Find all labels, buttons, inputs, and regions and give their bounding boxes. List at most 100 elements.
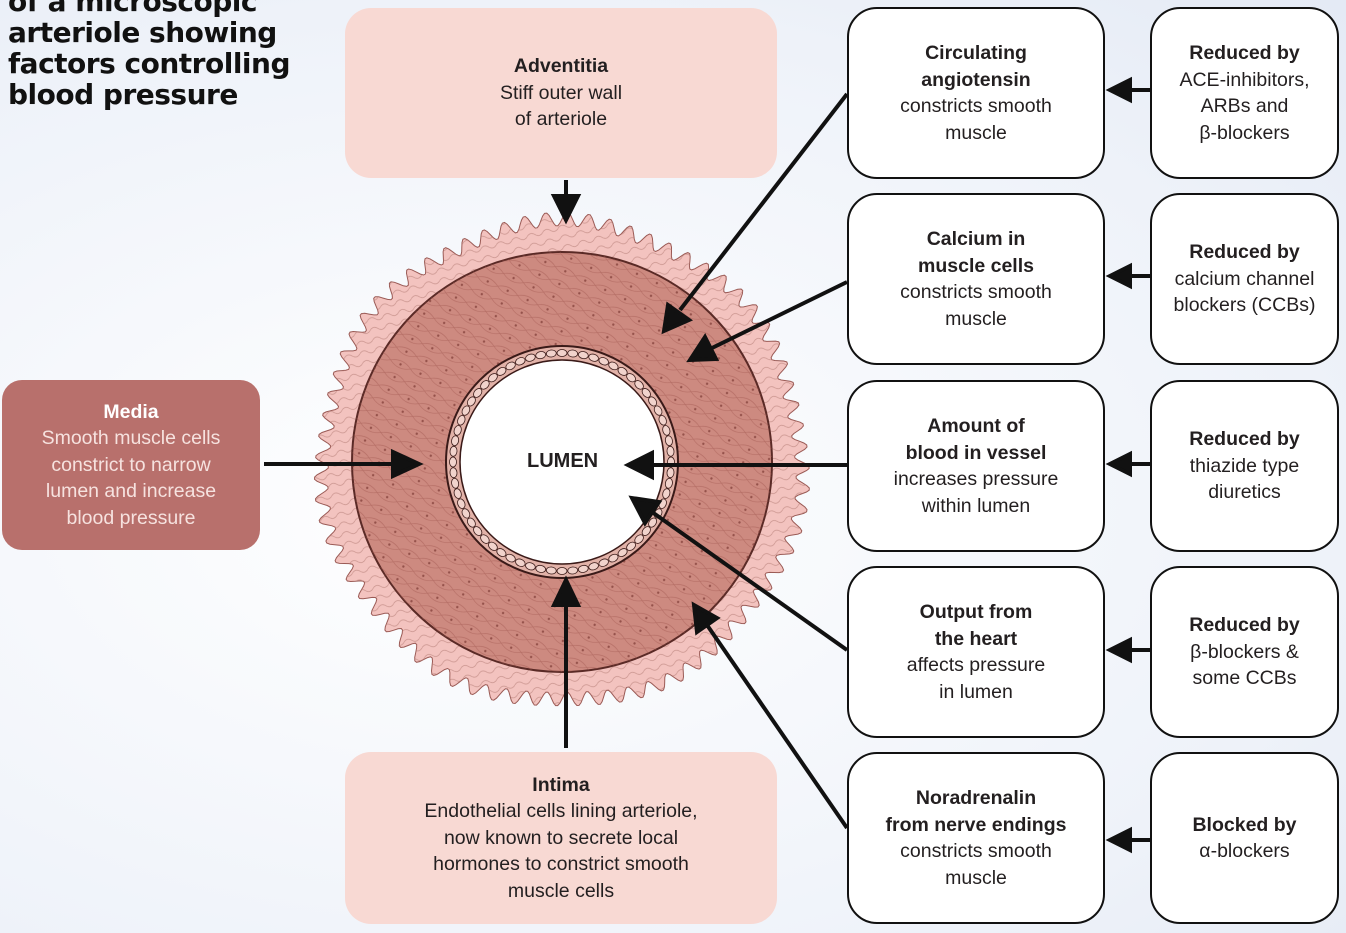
noradrenalin-arrowhead	[691, 601, 721, 636]
arrows	[264, 76, 1150, 854]
endothelial-cell	[449, 456, 457, 468]
endothelial-cell	[457, 415, 466, 426]
endothelial-cell	[617, 366, 628, 376]
intima-text: hormones to constrict smooth	[433, 853, 689, 876]
factor-box-heart-output: Output from the heart affects pressure i…	[847, 566, 1105, 738]
endothelial-cell	[473, 526, 483, 536]
adventitia-heading: Adventitia	[513, 55, 609, 78]
factor-text: constricts smooth	[900, 281, 1052, 303]
heart-output-arrow-line	[650, 510, 849, 652]
factor-text: muscle	[945, 307, 1007, 330]
endothelial-cell	[577, 351, 589, 360]
factor-heading: muscle cells	[918, 254, 1034, 277]
treatment-arrowhead-5	[1105, 826, 1132, 854]
heart-output-arrowhead	[628, 495, 663, 527]
endothelial-cell	[598, 558, 609, 567]
factor-heading: Calcium in	[926, 228, 1026, 250]
treatment-heading: Blocked by	[1192, 813, 1297, 836]
endothelial-cell	[662, 425, 671, 436]
endothelial-cell	[634, 380, 644, 390]
endothelial-cell	[641, 388, 651, 398]
media-heading: Media	[103, 400, 159, 423]
factor-box-angiotensin: Circulating angiotensin constricts smoot…	[847, 7, 1105, 179]
endothelial-cell	[525, 353, 536, 362]
endothelial-cell	[648, 517, 658, 528]
figure-title: of a microscopic arteriole showing facto…	[8, 0, 298, 110]
endothelial-cell	[453, 488, 462, 499]
noradrenalin-arrow-line	[705, 623, 849, 830]
endothelial-cell	[556, 349, 568, 357]
adventitia-arrowhead	[550, 194, 582, 225]
factor-text: within lumen	[921, 494, 1031, 517]
treatment-box-3: Reduced by thiazide type diuretics	[1150, 380, 1339, 552]
factor-text: in lumen	[939, 680, 1013, 703]
treatment-box-1: Reduced by ACE-inhibitors, ARBs and β-bl…	[1150, 7, 1339, 179]
factor-text: muscle	[945, 866, 1007, 889]
factor-box-blood-volume: Amount of blood in vessel increases pres…	[847, 380, 1105, 552]
endothelial-cell	[466, 517, 476, 528]
factor-text: increases pressure	[893, 468, 1059, 490]
endothelial-cell	[488, 541, 498, 551]
treatment-text: calcium channel	[1174, 267, 1315, 290]
factor-text: constricts smooth	[900, 95, 1052, 117]
endothelial-cells	[449, 349, 675, 575]
endothelial-cell	[480, 534, 490, 544]
intima-arrowhead	[550, 575, 582, 607]
treatment-arrowhead-3	[1105, 450, 1132, 478]
endothelial-cell	[626, 373, 636, 383]
treatment-heading: Reduced by	[1189, 614, 1300, 637]
calcium-arrow-line	[711, 280, 848, 350]
endothelial-cell	[648, 396, 658, 407]
endothelial-cell	[556, 567, 568, 575]
media-box: Media Smooth muscle cells constrict to n…	[2, 380, 260, 550]
treatment-arrowhead-1	[1105, 76, 1132, 104]
treatment-text: α-blockers	[1199, 840, 1290, 862]
treatment-text: ACE-inhibitors,	[1179, 68, 1310, 91]
treatment-text: β-blockers	[1199, 121, 1290, 144]
treatment-text: thiazide type	[1189, 454, 1300, 477]
lumen-label: LUMEN	[527, 450, 599, 472]
intima-text: muscle cells	[507, 879, 615, 902]
endothelial-cell	[496, 366, 507, 376]
factor-box-calcium: Calcium in muscle cells constricts smoot…	[847, 193, 1105, 365]
endothelial-cell	[653, 405, 663, 416]
intima-box: Intima Endothelial cells lining arteriol…	[345, 752, 777, 924]
endothelial-cell	[496, 548, 507, 558]
adventitia-box: Adventitia Stiff outer wall of arteriole	[345, 8, 777, 178]
factor-heading: the heart	[934, 627, 1018, 650]
treatment-box-5: Blocked by α-blockers	[1150, 752, 1339, 924]
factor-heading: Circulating	[925, 42, 1027, 64]
endothelial-cell	[461, 508, 471, 519]
endothelial-cell	[451, 477, 460, 489]
endothelial-cell	[641, 526, 651, 536]
endothelial-cell	[461, 405, 471, 416]
endothelial-cell	[664, 477, 673, 489]
endothelial-cell	[457, 498, 466, 509]
treatment-text: ARBs and	[1200, 95, 1289, 117]
factor-heading: angiotensin	[921, 68, 1031, 91]
factor-heading: from nerve endings	[885, 813, 1067, 836]
endothelial-cell	[666, 467, 675, 479]
blood-volume-arrowhead	[623, 449, 654, 481]
angiotensin-arrowhead	[661, 301, 694, 335]
calcium-arrowhead	[686, 332, 720, 363]
treatment-arrowhead-4	[1105, 636, 1132, 664]
title-line: arteriole showing	[8, 16, 277, 49]
intima-text: now known to secrete local	[443, 826, 679, 849]
endothelial-cell	[449, 467, 458, 479]
endothelial-cell	[480, 380, 490, 390]
intima-text: Endothelial cells lining arteriole,	[424, 800, 698, 823]
media-arrowhead	[391, 448, 424, 480]
endothelial-cell	[535, 351, 547, 360]
endothelial-cell	[451, 435, 460, 447]
endothelial-cell	[664, 435, 673, 447]
media-text: constrict to narrow	[51, 453, 211, 476]
angiotensin-arrow-line	[678, 92, 849, 312]
endothelial-cell	[598, 357, 609, 366]
media-text: blood pressure	[66, 506, 196, 529]
endothelial-cell	[488, 373, 498, 383]
treatment-text: β-blockers &	[1190, 640, 1299, 663]
treatment-text: some CCBs	[1192, 667, 1297, 690]
treatment-text: diuretics	[1208, 481, 1281, 504]
